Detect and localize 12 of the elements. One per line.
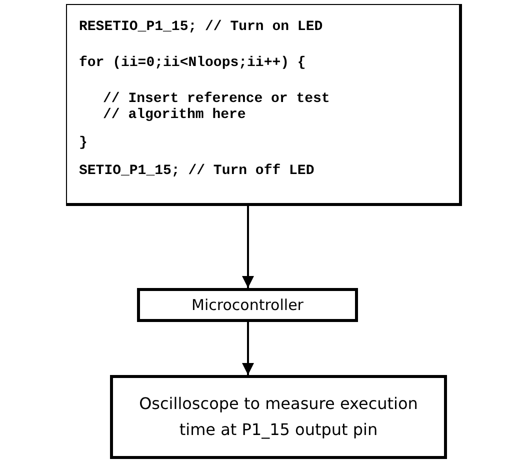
code-line: RESETIO_P1_15; // Turn on LED <box>79 19 323 35</box>
code-line: SETIO_P1_15; // Turn off LED <box>79 163 314 179</box>
box-label: Microcontroller <box>192 295 304 316</box>
process-box <box>110 375 447 459</box>
box-label: Oscilloscope to measure execution time at P1_15 output pin <box>138 393 419 441</box>
code-line: // Insert reference or test // algorithm here <box>103 91 331 123</box>
process-box <box>137 288 358 322</box>
code-box <box>66 4 462 206</box>
code-line: for (ii=0;ii<Nloops;ii++) { <box>79 55 306 71</box>
arrow <box>242 206 254 288</box>
code-line: } <box>79 135 88 151</box>
arrow <box>242 322 254 375</box>
